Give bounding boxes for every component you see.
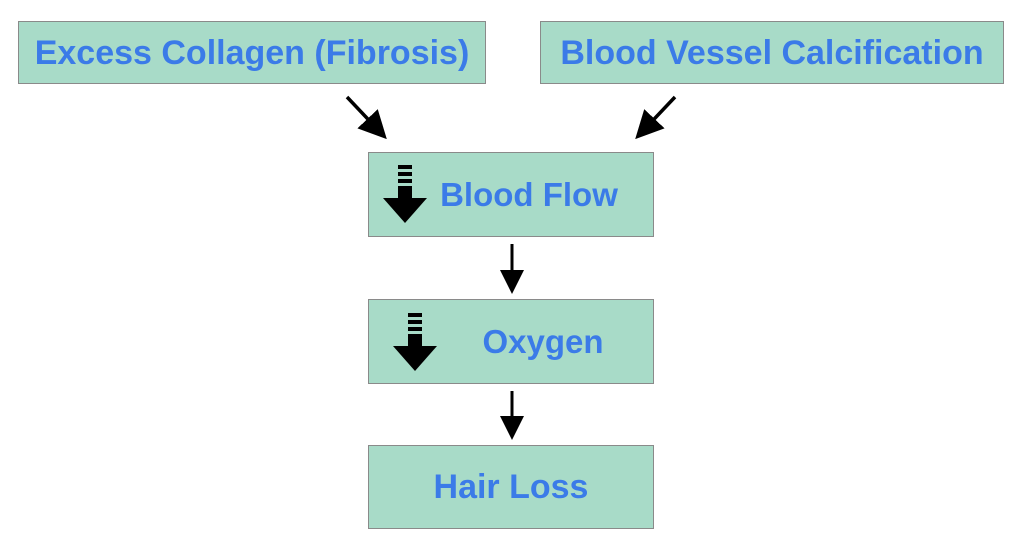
node-blood-vessel-calcification: Blood Vessel Calcification	[540, 21, 1004, 84]
decrease-arrow-icon	[383, 165, 427, 223]
node-oxygen: Oxygen	[368, 299, 654, 384]
node-label: Hair Loss	[433, 468, 589, 506]
node-label: Blood Flow	[440, 176, 618, 213]
node-excess-collagen-fibrosis: Excess Collagen (Fibrosis)	[18, 21, 486, 84]
node-hair-loss: Hair Loss	[368, 445, 654, 529]
node-blood-flow: Blood Flow	[368, 152, 654, 237]
edge-arrow-fibrosis-to-blood-flow	[345, 95, 387, 140]
node-label: Oxygen	[482, 323, 604, 360]
edge-arrow-calcification-to-blood-flow	[635, 95, 677, 140]
node-label: Blood Vessel Calcification	[560, 33, 984, 72]
decrease-arrow-icon	[393, 313, 437, 371]
node-label: Excess Collagen (Fibrosis)	[34, 33, 470, 72]
